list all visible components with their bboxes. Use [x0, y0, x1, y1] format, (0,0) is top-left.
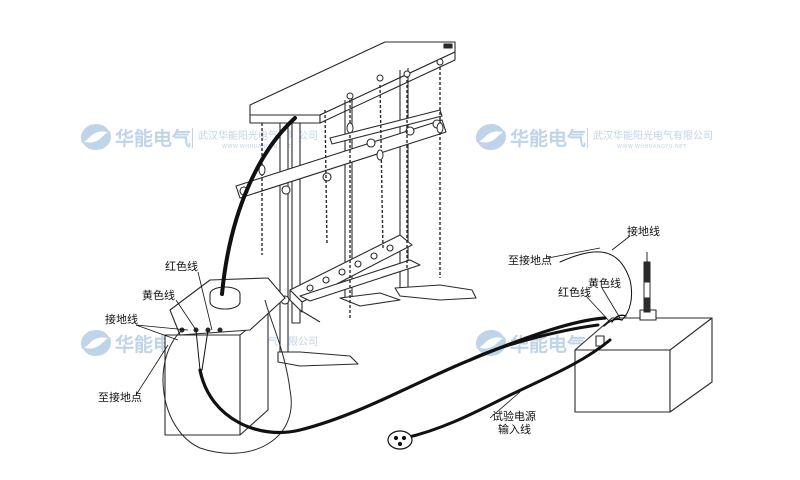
left-cable-loop	[162, 299, 292, 454]
stand-foot	[339, 292, 401, 307]
plug-cable	[403, 338, 612, 440]
label-right-red-wire: 红色线	[558, 285, 591, 299]
watermark-domain: WWW.WHHUANGYU.NET	[617, 144, 687, 150]
hv-lead-cable	[220, 116, 297, 296]
label-power-input-line1: 试验电源	[492, 409, 536, 423]
right-ground-wire	[559, 251, 633, 321]
label-left-red-wire: 红色线	[165, 259, 198, 273]
label-left-yellow-wire: 黄色线	[142, 288, 175, 302]
label-right-yellow-wire: 黄色线	[588, 276, 621, 290]
watermark-company: 武汉华能阳光电气有限公司	[593, 129, 713, 142]
watermark-logo-icon	[81, 330, 111, 356]
hanging-ground-chains	[261, 62, 441, 320]
power-input-cable	[198, 316, 607, 435]
leader-lines	[135, 235, 631, 419]
watermark-logo-icon	[476, 330, 506, 356]
watermark-logo-text: 华能电气	[115, 127, 191, 150]
left-test-unit	[164, 277, 286, 436]
stand-foot	[277, 351, 359, 367]
watermark-domain: WWW.WHHUANGYU.NET	[222, 144, 292, 150]
stand-foot	[394, 284, 477, 301]
label-right-ground-point: 至接地点	[508, 254, 552, 267]
signal-lamp-icon	[643, 252, 651, 313]
insulating-stand	[235, 41, 477, 367]
label-right-ground-wire: 接地线	[627, 224, 660, 238]
watermark-right: 华能电气 武汉华能阳光电气有限公司 WWW.WHHUANGYU.NET	[476, 124, 713, 150]
watermark-logo-icon	[81, 124, 111, 150]
watermark-logo-text: 华能电气	[510, 127, 586, 150]
cables	[195, 116, 633, 440]
label-left-ground-point: 至接地点	[98, 391, 142, 404]
label-power-input-line2: 输入线	[498, 422, 531, 436]
watermark-logo-icon	[476, 124, 506, 150]
label-left-ground-wire: 接地线	[105, 312, 138, 326]
right-test-box	[574, 309, 713, 413]
power-plug-icon	[387, 430, 413, 450]
